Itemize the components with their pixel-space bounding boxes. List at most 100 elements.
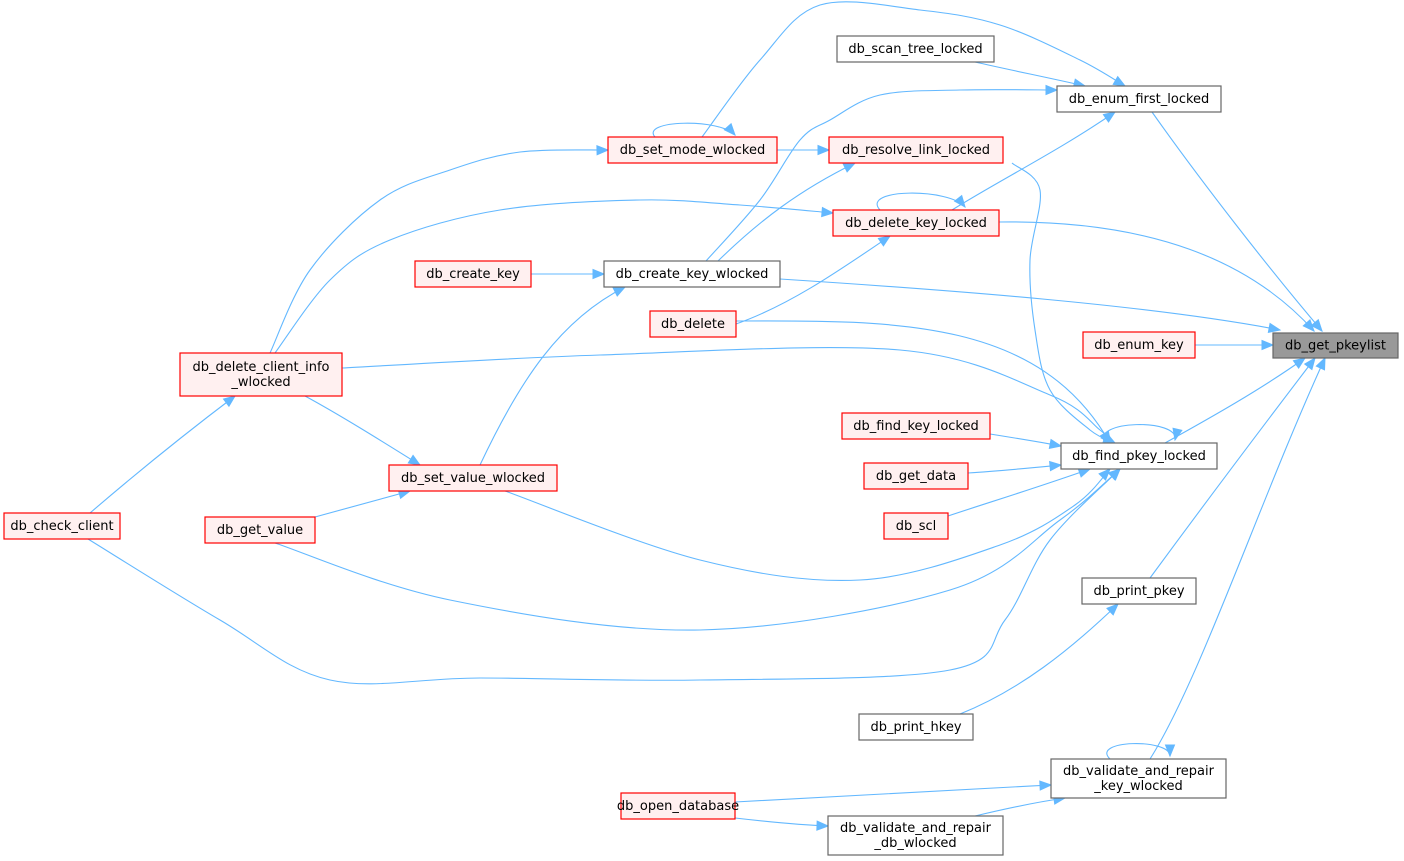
node-label: _key_wlocked (1093, 779, 1182, 794)
node-db_enum_first_locked[interactable]: db_enum_first_locked (1056, 85, 1222, 113)
edge-line (1151, 111, 1323, 332)
node-db_get_value[interactable]: db_get_value (204, 516, 316, 544)
node-db_validate_and_repair_db_wlocked[interactable]: db_validate_and_repair_db_wlocked (827, 815, 1004, 856)
edge-line (959, 603, 1119, 715)
edge-line (341, 346, 1113, 444)
node-db_set_value_wlocked[interactable]: db_set_value_wlocked (388, 464, 558, 492)
node-label: db_get_pkeylist (1285, 339, 1386, 354)
edge-db_set_value_wlocked-to-db_find_pkey_locked (504, 468, 1111, 581)
arrow-head-icon (1302, 318, 1315, 332)
edge-line (274, 199, 834, 354)
node-box[interactable] (858, 713, 974, 741)
node-db_find_key_locked[interactable]: db_find_key_locked (841, 412, 991, 440)
node-box[interactable] (414, 260, 532, 288)
arrow-head-icon (1108, 468, 1121, 481)
edge-line (947, 468, 1091, 517)
edge-line (1149, 357, 1326, 760)
node-label: db_enum_first_locked (1069, 92, 1210, 107)
node-db_check_client[interactable]: db_check_client (3, 512, 121, 540)
node-label: db_delete_client_info (192, 360, 329, 375)
node-box[interactable] (388, 464, 558, 492)
node-db_enum_key[interactable]: db_enum_key (1082, 331, 1196, 359)
node-db_open_database[interactable]: db_open_database (617, 792, 739, 820)
node-box[interactable] (649, 310, 737, 338)
edge-db_open_database-to-db_validate_and_repair_key_wlocked (734, 780, 1053, 803)
edge-line (734, 784, 1052, 803)
node-db_resolve_link_locked[interactable]: db_resolve_link_locked (828, 136, 1004, 164)
node-box[interactable] (1050, 758, 1227, 799)
arrow-head-icon (1292, 357, 1307, 369)
node-db_scan_tree_locked[interactable]: db_scan_tree_locked (836, 35, 995, 63)
node-label: db_set_value_wlocked (401, 471, 545, 486)
node-label: db_get_value (217, 523, 303, 538)
arrow-head-icon (842, 162, 857, 173)
node-box[interactable] (832, 209, 1000, 237)
node-box[interactable] (1060, 442, 1218, 470)
node-db_get_data[interactable]: db_get_data (863, 462, 969, 490)
edge-line (479, 286, 626, 466)
node-box[interactable] (3, 512, 121, 540)
edge-db_delete_client_info_wlocked-to-db_find_pkey_locked (341, 346, 1113, 444)
edge-db_delete_key_locked-to-db_delete_key_locked (876, 192, 966, 211)
node-box[interactable] (607, 136, 778, 164)
node-label: db_open_database (617, 799, 739, 814)
edge-line (717, 162, 856, 262)
node-db_set_mode_wlocked[interactable]: db_set_mode_wlocked (607, 136, 778, 164)
node-db_scl[interactable]: db_scl (883, 512, 949, 540)
node-box[interactable] (1272, 332, 1399, 359)
node-box[interactable] (1056, 85, 1222, 113)
arrow-head-icon (1261, 339, 1275, 351)
edge-db_validate_and_repair_key_wlocked-to-db_validate_and_repair_key_wlocked (1106, 743, 1176, 760)
node-box[interactable] (1081, 577, 1197, 605)
arrow-head-icon (1098, 468, 1111, 481)
node-box[interactable] (603, 260, 781, 288)
arrow-head-icon (1112, 75, 1127, 87)
edge-db_check_client-to-db_delete_client_info_wlocked (89, 395, 237, 514)
arrow-head-icon (821, 206, 835, 218)
edge-db_open_database-to-db_validate_and_repair_db_wlocked (734, 817, 830, 831)
edge-db_set_value_wlocked-to-db_create_key_wlocked (479, 286, 627, 466)
node-db_delete_key_locked[interactable]: db_delete_key_locked (832, 209, 1000, 237)
node-box[interactable] (863, 462, 969, 490)
edge-db_delete_client_info_wlocked-to-db_set_value_wlocked (304, 395, 422, 466)
node-db_print_hkey[interactable]: db_print_hkey (858, 713, 974, 741)
arrow-head-icon (1310, 318, 1323, 333)
edges-layer (87, 1, 1326, 831)
edge-db_print_pkey-to-db_get_pkeylist (1149, 356, 1316, 579)
node-box[interactable] (841, 412, 991, 440)
edge-db_create_key_wlocked-to-db_get_pkeylist (779, 278, 1282, 333)
node-label: db_print_pkey (1093, 584, 1184, 599)
node-box[interactable] (883, 512, 949, 540)
node-db_print_pkey[interactable]: db_print_pkey (1081, 577, 1197, 605)
node-label: db_validate_and_repair (840, 821, 992, 836)
node-box[interactable] (828, 136, 1004, 164)
node-label: db_get_data (876, 469, 956, 484)
node-db_validate_and_repair_key_wlocked[interactable]: db_validate_and_repair_key_wlocked (1050, 758, 1227, 799)
node-db_create_key_wlocked[interactable]: db_create_key_wlocked (603, 260, 781, 288)
edge-line (779, 278, 1281, 331)
node-box[interactable] (836, 35, 995, 63)
node-label: db_create_key (426, 267, 520, 282)
arrow-head-icon (1102, 111, 1117, 123)
edge-line (1106, 743, 1171, 760)
node-db_delete_client_info_wlocked[interactable]: db_delete_client_info_wlocked (179, 352, 343, 397)
arrow-head-icon (1267, 322, 1282, 333)
node-db_get_pkeylist[interactable]: db_get_pkeylist (1272, 332, 1399, 359)
node-db_find_pkey_locked[interactable]: db_find_pkey_locked (1060, 442, 1218, 470)
node-label: db_scl (896, 519, 937, 534)
edge-db_delete-to-db_delete_key_locked (735, 235, 892, 325)
arrow-head-icon (1048, 438, 1063, 450)
node-box[interactable] (1082, 331, 1196, 359)
edge-db_create_key_wlocked-to-db_resolve_link_locked (717, 162, 857, 262)
arrow-head-icon (816, 820, 830, 831)
node-label: db_set_mode_wlocked (620, 143, 765, 158)
node-box[interactable] (620, 792, 736, 820)
node-box[interactable] (179, 352, 343, 397)
node-db_create_key[interactable]: db_create_key (414, 260, 532, 288)
node-box[interactable] (827, 815, 1004, 856)
node-label: db_create_key_wlocked (616, 267, 769, 282)
node-db_delete[interactable]: db_delete (649, 310, 737, 338)
nodes-layer: db_get_pkeylist db_enum_first_locked db_sc… (3, 35, 1399, 856)
edge-line (304, 395, 421, 466)
node-box[interactable] (204, 516, 316, 544)
